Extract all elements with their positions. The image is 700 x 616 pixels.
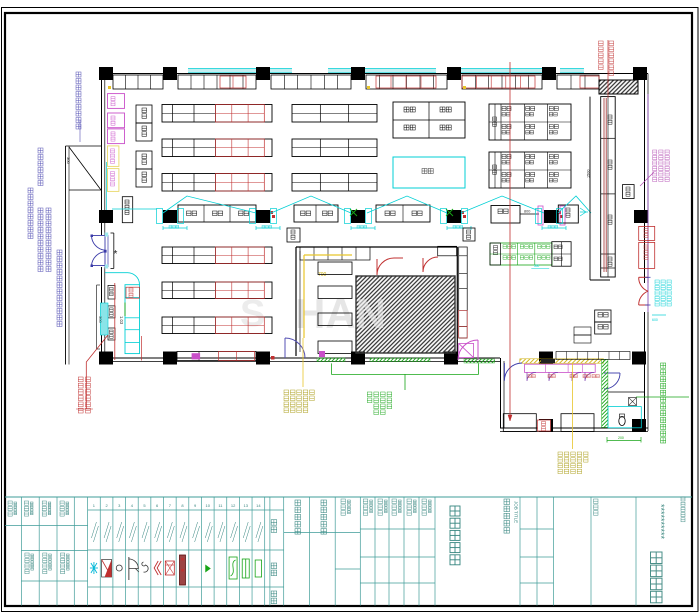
svg-text:*: * <box>114 249 118 260</box>
svg-text:4: 4 <box>131 503 134 508</box>
svg-text:S: S <box>240 293 265 335</box>
svg-text:10: 10 <box>206 503 211 508</box>
svg-text:1: 1 <box>93 503 96 508</box>
svg-text:600: 600 <box>652 318 658 322</box>
svg-text:5: 5 <box>143 503 146 508</box>
svg-text:2: 2 <box>105 503 108 508</box>
svg-text:13: 13 <box>243 503 248 508</box>
svg-text:**********: ********** <box>656 504 666 540</box>
svg-text:500: 500 <box>534 264 540 268</box>
svg-text:8: 8 <box>181 503 184 508</box>
svg-text:200: 200 <box>618 436 624 440</box>
svg-text:300: 300 <box>98 316 103 323</box>
svg-text:9: 9 <box>194 503 197 508</box>
svg-text:6: 6 <box>156 503 159 508</box>
svg-text:800: 800 <box>524 210 530 214</box>
svg-text:1500: 1500 <box>587 170 591 178</box>
svg-text:JOB TITLE: JOB TITLE <box>514 501 519 523</box>
svg-text:11: 11 <box>218 503 223 508</box>
svg-text:7: 7 <box>169 503 172 508</box>
svg-text:14: 14 <box>256 503 261 508</box>
svg-text:12: 12 <box>231 503 236 508</box>
svg-text:700: 700 <box>318 272 327 278</box>
svg-text:1.03: 1.03 <box>119 316 124 325</box>
svg-text:300: 300 <box>66 157 71 164</box>
svg-text:HAN: HAN <box>295 290 386 337</box>
svg-text:3: 3 <box>118 503 121 508</box>
